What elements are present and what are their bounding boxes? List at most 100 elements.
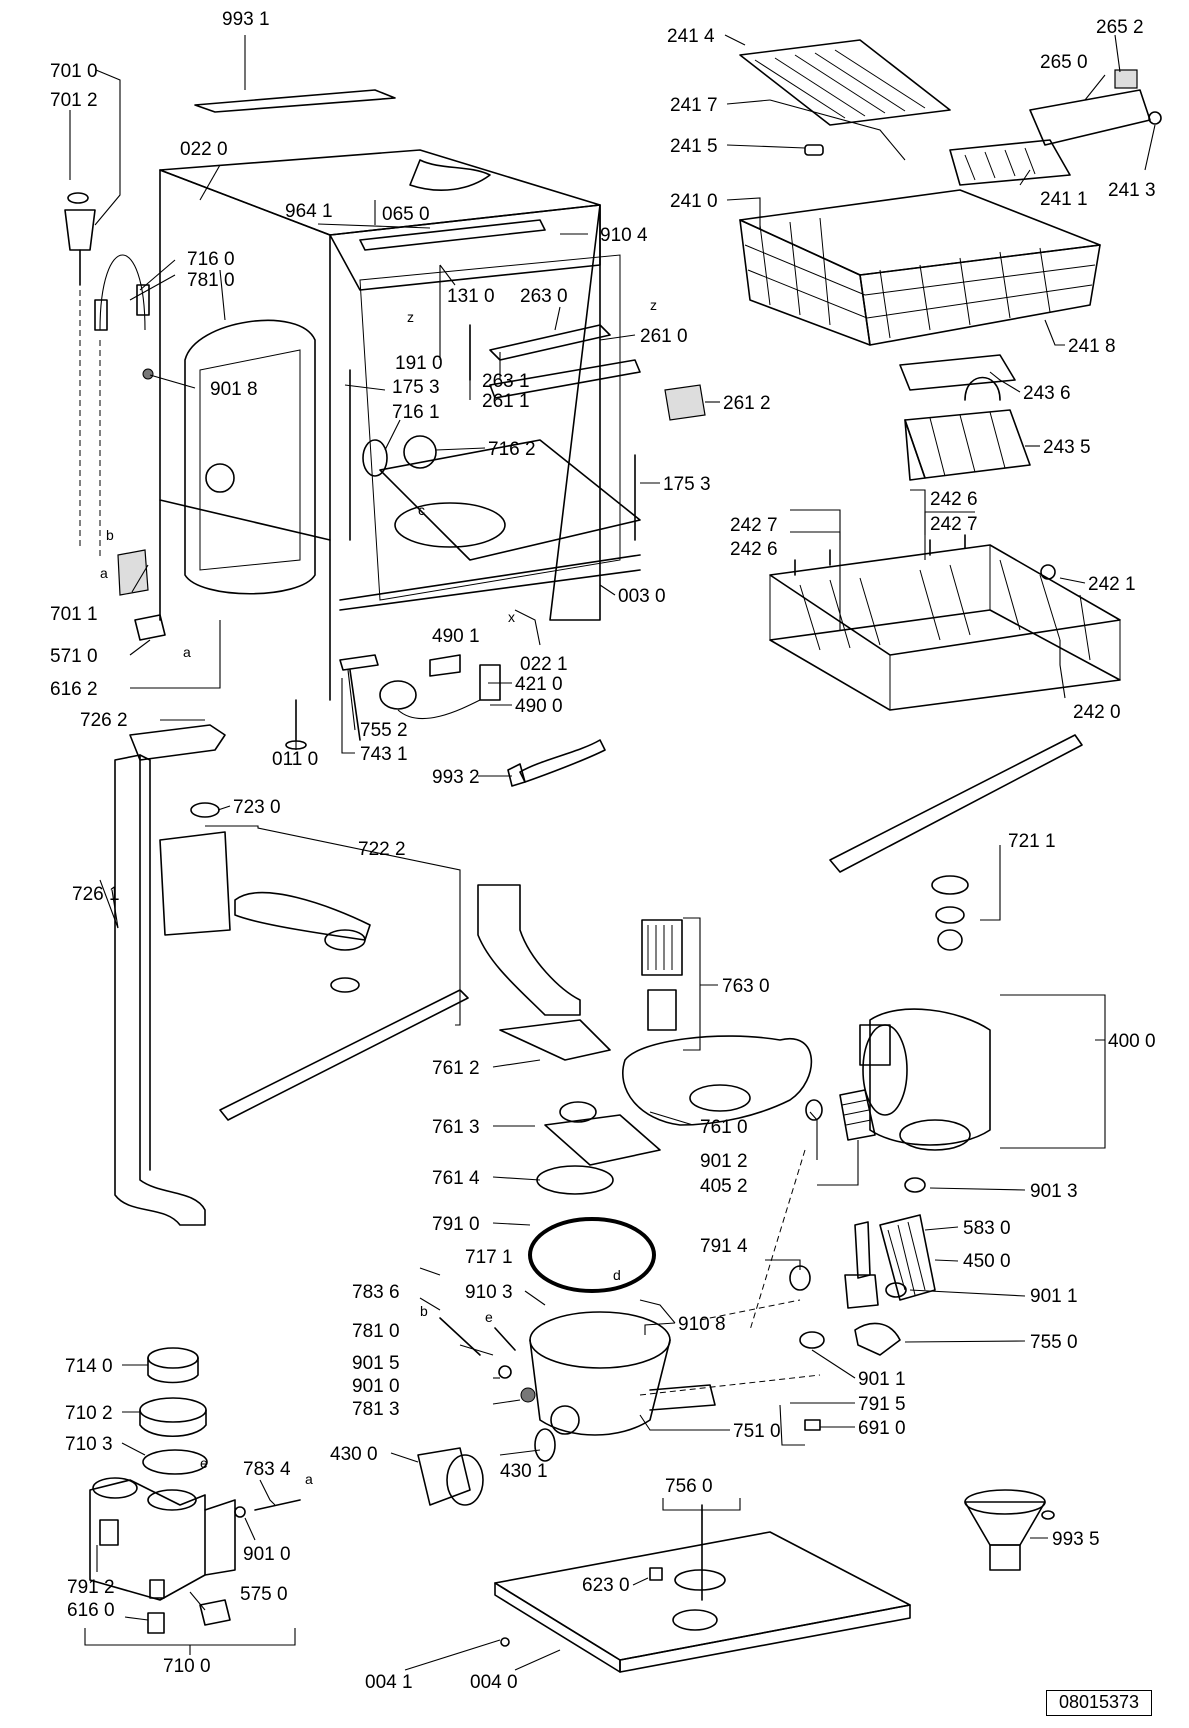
part-label: 761 3 bbox=[432, 1117, 480, 1138]
part-label: 242 1 bbox=[1088, 574, 1136, 595]
part-label: 993 5 bbox=[1052, 1529, 1100, 1550]
part-label: 791 4 bbox=[700, 1236, 748, 1257]
part-label: 241 3 bbox=[1108, 180, 1156, 201]
sump-pump-drawing bbox=[114, 724, 991, 1506]
part-label: 243 6 bbox=[1023, 383, 1071, 404]
part-label: 004 0 bbox=[470, 1672, 518, 1693]
part-label: 242 7 bbox=[730, 515, 778, 536]
part-label: 691 0 bbox=[858, 1418, 906, 1439]
part-label: 490 0 bbox=[515, 696, 563, 717]
part-label: 011 0 bbox=[272, 749, 318, 770]
part-label: 022 1 bbox=[520, 654, 568, 675]
part-label: 241 5 bbox=[670, 136, 718, 157]
letter: a bbox=[100, 565, 108, 581]
letter: a bbox=[305, 1471, 313, 1487]
part-label: 993 1 bbox=[222, 9, 270, 30]
part-label: 701 0 bbox=[50, 61, 98, 82]
part-label: 723 0 bbox=[233, 797, 281, 818]
part-label: 131 0 bbox=[447, 286, 495, 307]
part-label: 716 1 bbox=[392, 402, 440, 423]
part-label: 964 1 bbox=[285, 201, 333, 222]
part-label: 781 3 bbox=[352, 1399, 400, 1420]
part-label: 761 2 bbox=[432, 1058, 480, 1079]
part-label: 763 0 bbox=[722, 976, 770, 997]
part-label: 003 0 bbox=[618, 586, 666, 607]
reference-letters: z z c b a a x e b e d a bbox=[100, 297, 657, 1487]
part-label: 242 6 bbox=[930, 489, 978, 510]
part-label: 261 0 bbox=[640, 326, 688, 347]
part-labels: 993 1 701 0 701 2 022 0 964 1 065 0 910 … bbox=[50, 9, 1156, 1693]
part-label: 756 0 bbox=[665, 1476, 713, 1497]
part-label: 175 3 bbox=[663, 474, 711, 495]
part-label: 901 0 bbox=[352, 1376, 400, 1397]
letter: c bbox=[418, 502, 425, 518]
part-label: 714 0 bbox=[65, 1356, 113, 1377]
part-label: 065 0 bbox=[382, 204, 430, 225]
part-label: 910 8 bbox=[678, 1314, 726, 1335]
part-label: 901 0 bbox=[243, 1544, 291, 1565]
part-label: 783 4 bbox=[243, 1459, 291, 1480]
part-label: 726 1 bbox=[72, 884, 120, 905]
part-label: 710 3 bbox=[65, 1434, 113, 1455]
part-label: 783 6 bbox=[352, 1282, 400, 1303]
part-label: 616 2 bbox=[50, 679, 98, 700]
part-label: 901 5 bbox=[352, 1353, 400, 1374]
part-label: 191 0 bbox=[395, 353, 443, 374]
part-label: 175 3 bbox=[392, 377, 440, 398]
part-label: 910 3 bbox=[465, 1282, 513, 1303]
part-label: 261 1 bbox=[482, 391, 530, 412]
part-label: 717 1 bbox=[465, 1247, 513, 1268]
part-label: 755 2 bbox=[360, 720, 408, 741]
part-label: 722 2 bbox=[358, 839, 406, 860]
part-label: 761 4 bbox=[432, 1168, 480, 1189]
base-pan-drawing bbox=[494, 1489, 1055, 1673]
leader-lines bbox=[69, 34, 1156, 1671]
part-label: 761 0 bbox=[700, 1117, 748, 1138]
part-label: 263 0 bbox=[520, 286, 568, 307]
part-label: 265 2 bbox=[1096, 17, 1144, 38]
part-label: 242 7 bbox=[930, 514, 978, 535]
part-label: 721 1 bbox=[1008, 831, 1056, 852]
racks-drawing bbox=[739, 39, 1162, 951]
part-label: 791 5 bbox=[858, 1394, 906, 1415]
part-label: 901 1 bbox=[858, 1369, 906, 1390]
part-label: 400 0 bbox=[1108, 1031, 1156, 1052]
part-label: 241 1 bbox=[1040, 189, 1088, 210]
part-label: 265 0 bbox=[1040, 52, 1088, 73]
part-label: 623 0 bbox=[582, 1575, 630, 1596]
cabinet-tub-drawing bbox=[64, 89, 706, 787]
part-label: 241 7 bbox=[670, 95, 718, 116]
part-label: 781 0 bbox=[187, 270, 235, 291]
part-label: 901 8 bbox=[210, 379, 258, 400]
softener-drawing bbox=[89, 1347, 301, 1634]
part-label: 701 2 bbox=[50, 90, 98, 111]
letter: a bbox=[183, 644, 191, 660]
part-label: 901 2 bbox=[700, 1151, 748, 1172]
part-label: 430 1 bbox=[500, 1461, 548, 1482]
letter: x bbox=[508, 609, 515, 625]
letter: z bbox=[407, 309, 414, 325]
part-label: 710 2 bbox=[65, 1403, 113, 1424]
part-label: 261 2 bbox=[723, 393, 771, 414]
part-label: 241 4 bbox=[667, 26, 715, 47]
part-label: 571 0 bbox=[50, 646, 98, 667]
part-label: 701 1 bbox=[50, 604, 98, 625]
part-label: 242 0 bbox=[1073, 702, 1121, 723]
part-label: 263 1 bbox=[482, 371, 530, 392]
part-label: 901 1 bbox=[1030, 1286, 1078, 1307]
part-label: 241 8 bbox=[1068, 336, 1116, 357]
part-label: 716 0 bbox=[187, 249, 235, 270]
part-label: 405 2 bbox=[700, 1176, 748, 1197]
letter: d bbox=[613, 1267, 621, 1283]
part-label: 781 0 bbox=[352, 1321, 400, 1342]
part-label: 993 2 bbox=[432, 767, 480, 788]
letter: b bbox=[420, 1303, 428, 1319]
part-label: 716 2 bbox=[488, 439, 536, 460]
letter: b bbox=[106, 527, 114, 543]
part-label: 490 1 bbox=[432, 626, 480, 647]
part-label: 241 0 bbox=[670, 191, 718, 212]
part-label: 575 0 bbox=[240, 1584, 288, 1605]
part-label: 743 1 bbox=[360, 744, 408, 765]
part-label: 616 0 bbox=[67, 1600, 115, 1621]
